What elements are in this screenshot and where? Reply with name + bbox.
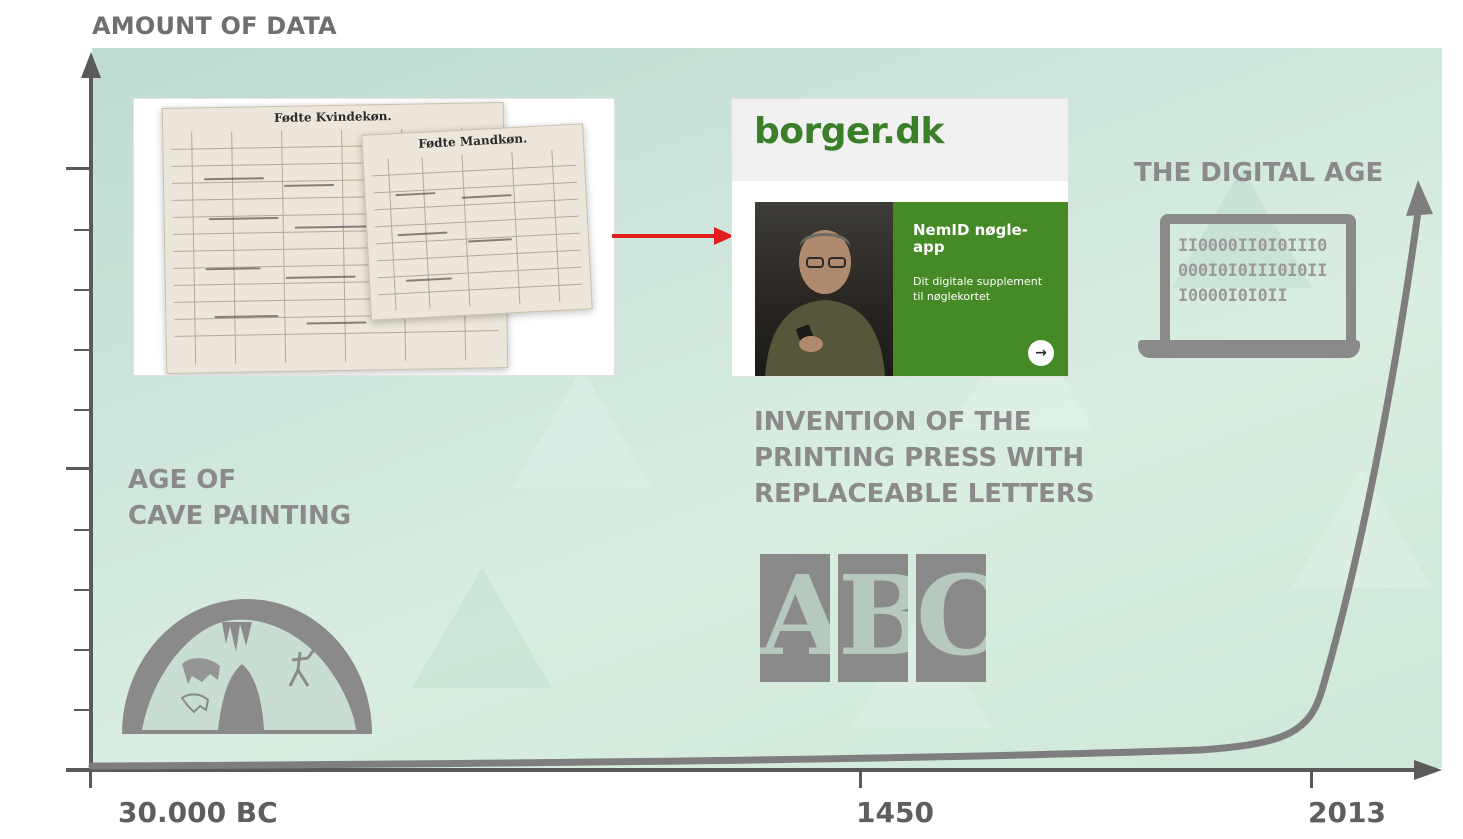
parish-register-image: Fødte Kvindekøn. Fødte Mandkøn. xyxy=(133,98,615,376)
letter-block-b: B xyxy=(838,554,908,682)
person-silhouette-icon xyxy=(765,230,885,376)
letter-block-c: C xyxy=(916,554,986,682)
arrow-right-icon[interactable]: → xyxy=(1028,340,1054,366)
y-tick xyxy=(74,589,92,591)
era-cave-line: CAVE PAINTING xyxy=(128,501,352,531)
era-printing-line: REPLACEABLE LETTERS xyxy=(754,479,1095,509)
x-axis-arrowhead xyxy=(1414,760,1442,780)
x-tick xyxy=(89,770,92,788)
x-tick xyxy=(1310,770,1313,788)
y-axis-arrowhead xyxy=(81,52,101,78)
nemid-promo-panel[interactable]: NemID nøgle-app Dit digitale supplement … xyxy=(893,202,1068,376)
era-printing-line: INVENTION OF THE xyxy=(754,407,1032,437)
era-cave-line: AGE OF xyxy=(128,465,237,495)
register-page-front: Fødte Mandkøn. xyxy=(361,123,593,321)
y-axis-line xyxy=(89,70,93,772)
laptop-base xyxy=(1138,340,1360,358)
letter-b: B xyxy=(838,554,908,680)
cave-painting-icon xyxy=(122,599,372,734)
y-axis-title: AMOUNT OF DATA xyxy=(92,12,337,40)
y-tick xyxy=(74,349,92,351)
y-tick xyxy=(74,289,92,291)
borger-dk-card: borger.dk NemID nøgle-app Dit digitale s… xyxy=(731,98,1069,377)
y-tick xyxy=(74,529,92,531)
binary-code-text: II0000II0I0III0 000I0I0III0I0II I0000I0I… xyxy=(1178,234,1338,309)
x-label-1450: 1450 xyxy=(856,796,934,829)
borger-logo[interactable]: borger.dk xyxy=(754,111,944,152)
era-printing-line: PRINTING PRESS WITH xyxy=(754,443,1085,473)
x-tick xyxy=(859,770,862,788)
y-tick xyxy=(74,649,92,651)
y-tick xyxy=(74,709,92,711)
borger-topbar xyxy=(732,99,1068,181)
y-tick xyxy=(74,409,92,411)
y-tick xyxy=(66,467,92,470)
binary-line: I0000I0I0II xyxy=(1178,286,1288,306)
letter-a: A xyxy=(760,554,830,680)
letter-block-a: A xyxy=(760,554,830,682)
y-tick xyxy=(74,229,92,231)
binary-line: II0000II0I0III0 xyxy=(1178,236,1328,256)
binary-line: 000I0I0III0I0II xyxy=(1178,261,1328,281)
abc-blocks-icon: A B C xyxy=(760,554,986,682)
x-label-2013: 2013 xyxy=(1308,796,1386,829)
era-digital-label: THE DIGITAL AGE xyxy=(1134,158,1384,188)
red-arrow-icon xyxy=(612,227,734,245)
register-header-left: Fødte Kvindekøn. xyxy=(273,108,392,126)
era-cave-label: AGE OF CAVE PAINTING xyxy=(128,462,351,534)
y-tick xyxy=(66,167,92,170)
x-axis-line xyxy=(66,768,1428,772)
era-printing-label: INVENTION OF THE PRINTING PRESS WITH REP… xyxy=(754,404,1095,512)
letter-c: C xyxy=(916,554,986,680)
promo-subtitle: Dit digitale supplement til nøglekortet xyxy=(913,275,1043,303)
promo-title: NemID nøgle-app xyxy=(913,221,1028,256)
x-label-30000bc: 30.000 BC xyxy=(118,796,278,829)
person-with-phone-photo xyxy=(755,202,893,376)
